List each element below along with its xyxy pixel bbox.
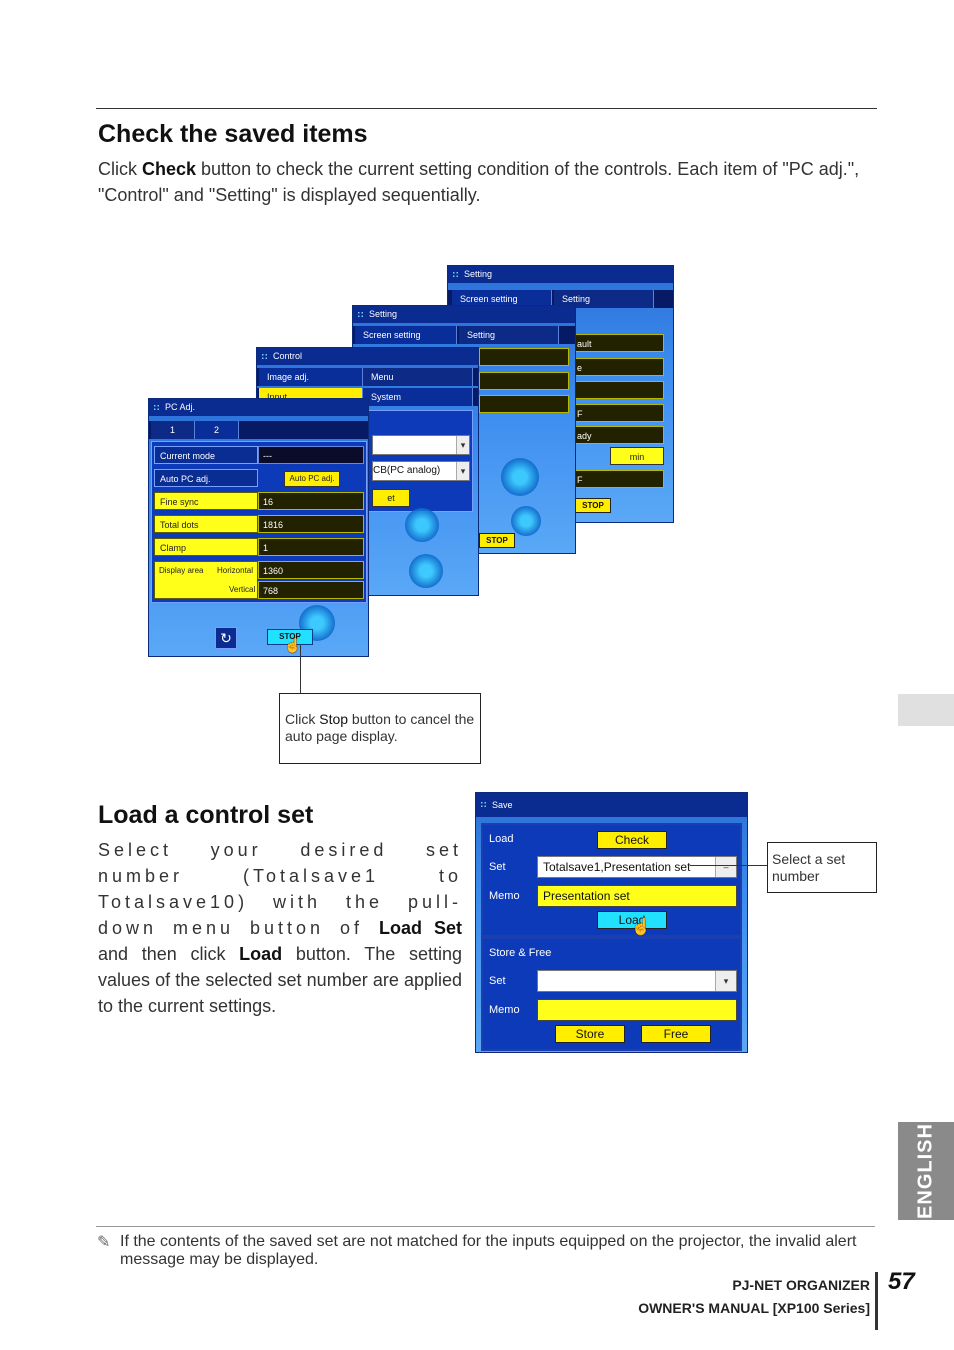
- store-set-select[interactable]: ▾: [537, 970, 737, 992]
- tab-setting[interactable]: Setting: [554, 290, 654, 308]
- input-select-value: CB(PC analog): [373, 465, 441, 476]
- section-heading-load: Load a control set: [98, 801, 314, 829]
- tab-screen-setting[interactable]: Screen setting: [452, 290, 552, 308]
- clamp-label: Clamp: [154, 538, 258, 556]
- tab-screen-setting[interactable]: Screen setting: [355, 326, 457, 344]
- window-title: Save: [492, 800, 513, 810]
- chevron-down-icon[interactable]: ▾: [456, 436, 469, 454]
- language-tab-label: ENGLISH: [914, 1123, 937, 1219]
- free-button[interactable]: Free: [641, 1025, 711, 1043]
- refresh-icon[interactable]: ↻: [215, 627, 237, 649]
- set-label-2: Set: [489, 975, 506, 987]
- set-select-value: Totalsave1,Presentation set: [543, 860, 691, 874]
- display-area-label: Display area: [159, 566, 204, 575]
- control-panel: ▾ CB(PC analog) ▾ et: [367, 410, 473, 512]
- control-select-1[interactable]: ▾: [372, 435, 470, 455]
- gear-icon: [501, 458, 539, 496]
- horizontal-label: Horizontal: [217, 566, 254, 575]
- save-window: Save Load Check Set Totalsave1,Presentat…: [475, 792, 748, 1053]
- chevron-down-icon[interactable]: ▾: [456, 462, 469, 480]
- section-check-paragraph: Click Check button to check the current …: [98, 159, 860, 205]
- setting-row: F: [572, 470, 664, 488]
- footer-manual: OWNER'S MANUAL [XP100 Series]: [638, 1300, 870, 1316]
- total-dots-value: 1816: [258, 515, 364, 533]
- chevron-down-icon[interactable]: ▾: [715, 971, 736, 991]
- set-button[interactable]: et: [372, 489, 410, 507]
- memo-field[interactable]: Presentation set: [537, 885, 737, 907]
- store-free-section: Store & Free Set ▾ Memo Store Free: [481, 937, 742, 1051]
- set-label: Set: [489, 861, 506, 873]
- memo-label: Memo: [489, 890, 520, 902]
- load-button[interactable]: Load: [597, 911, 667, 929]
- pencil-icon: ✎: [97, 1234, 111, 1251]
- auto-pc-adj-label: Auto PC adj.: [154, 469, 258, 487]
- footer-product: PJ-NET ORGANIZER: [732, 1277, 870, 1293]
- top-rule: [96, 108, 877, 109]
- pc-adj-panel: Current mode --- Auto PC adj. Auto PC ad…: [151, 441, 367, 603]
- fine-sync-value: 16: [258, 492, 364, 510]
- tab-page-1[interactable]: 1: [151, 421, 195, 439]
- memo-label-2: Memo: [489, 1004, 520, 1016]
- section-marker: [898, 694, 954, 726]
- wrench-icon: [405, 508, 439, 542]
- set-select[interactable]: Totalsave1,Presentation set –: [537, 856, 737, 878]
- current-mode-value: ---: [258, 446, 364, 464]
- setting-row: ault: [572, 334, 664, 352]
- vertical-label: Vertical: [229, 585, 256, 594]
- store-memo-field[interactable]: [537, 999, 737, 1021]
- note-text: If the contents of the saved set are not…: [120, 1233, 857, 1268]
- input-select[interactable]: CB(PC analog) ▾: [372, 461, 470, 481]
- load-section-label: Load: [489, 833, 514, 845]
- set-number-callout: Select a set number: [767, 842, 877, 893]
- load-section: Load Check Set Totalsave1,Presentation s…: [481, 823, 742, 937]
- note-rule: [96, 1226, 875, 1227]
- window-title: Control: [273, 351, 303, 361]
- window-title: Setting: [464, 269, 493, 279]
- tab-image-adj[interactable]: Image adj.: [259, 368, 363, 386]
- setting-row: F: [572, 404, 664, 422]
- language-tab: ENGLISH: [898, 1122, 954, 1220]
- sparkle-icon: [409, 554, 443, 588]
- total-dots-label: Total dots: [154, 515, 258, 533]
- setting-row: ady: [572, 426, 664, 444]
- tab-page-2[interactable]: 2: [195, 421, 239, 439]
- fine-sync-label: Fine sync: [154, 492, 258, 510]
- setting-row: [479, 395, 569, 413]
- auto-pc-adj-button[interactable]: Auto PC adj.: [284, 471, 340, 487]
- min-field: min: [610, 447, 664, 465]
- footer-rule: [875, 1272, 878, 1330]
- chevron-down-icon[interactable]: –: [715, 857, 736, 877]
- store-free-label: Store & Free: [489, 947, 552, 959]
- stop-callout: Click Stop button to cancel the auto pag…: [279, 693, 481, 764]
- horizontal-value: 1360: [258, 561, 364, 579]
- check-button[interactable]: Check: [597, 831, 667, 849]
- window-title: PC Adj.: [165, 402, 196, 412]
- stop-button[interactable]: STOP: [575, 498, 611, 513]
- setting-row: e: [572, 358, 664, 376]
- page-number: 57: [888, 1268, 915, 1295]
- sparkle-icon: [511, 506, 541, 536]
- current-mode-label: Current mode: [154, 446, 258, 464]
- stop-button[interactable]: STOP: [267, 629, 313, 645]
- setting-row: [479, 372, 569, 390]
- callout-leader-set: [690, 865, 768, 866]
- setting-row: [479, 348, 569, 366]
- stop-button[interactable]: STOP: [479, 533, 515, 548]
- window-title: Setting: [369, 309, 398, 319]
- setting-row: [572, 381, 664, 399]
- tab-setting[interactable]: Setting: [459, 326, 559, 344]
- section-heading-check: Check the saved items: [98, 120, 368, 148]
- store-button[interactable]: Store: [555, 1025, 625, 1043]
- pc-adj-window: PC Adj. 1 2 Current mode --- Auto PC adj…: [148, 398, 369, 657]
- section-load-paragraph: Select your desired set number (Totalsav…: [98, 840, 462, 1016]
- cursor-hand-icon: ☝: [284, 637, 302, 653]
- tab-menu[interactable]: Menu: [363, 368, 473, 386]
- tab-system[interactable]: System: [363, 388, 473, 406]
- cursor-hand-icon: ☝: [631, 919, 651, 936]
- display-area-label-block: Display area Horizontal Vertical: [154, 561, 258, 599]
- callout-leader: [300, 645, 301, 695]
- vertical-value: 768: [258, 581, 364, 599]
- clamp-value: 1: [258, 538, 364, 556]
